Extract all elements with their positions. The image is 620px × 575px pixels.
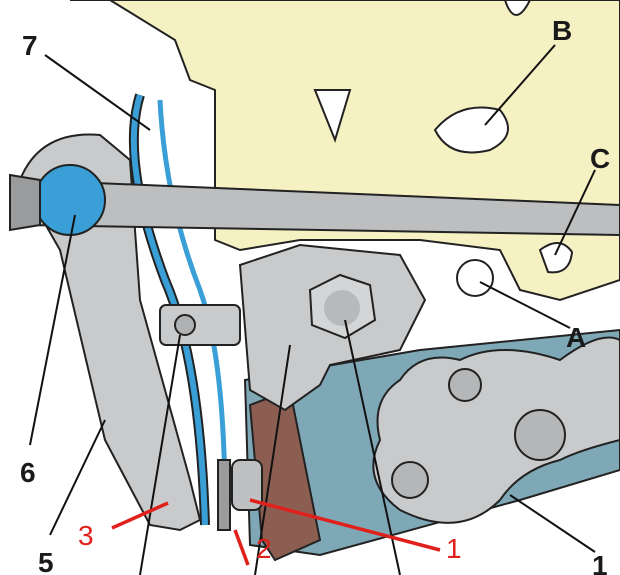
- leader-7: [44, 54, 151, 131]
- bushing: [34, 164, 106, 236]
- leader-2-red: [233, 529, 250, 566]
- label-5: 5: [38, 547, 54, 575]
- leader-5: [49, 419, 106, 536]
- bracket-lobes: [372, 336, 620, 524]
- label-1-black: 1: [592, 550, 608, 575]
- plate-notch: [313, 89, 352, 144]
- leader-1-red: [249, 498, 441, 552]
- leader-6: [29, 214, 76, 446]
- leader-3-red: [111, 501, 169, 530]
- rivet: [448, 368, 482, 402]
- label-3: 3: [78, 520, 94, 551]
- rivet: [391, 461, 429, 499]
- plate-notch: [503, 0, 532, 16]
- label-a: A: [566, 322, 586, 353]
- leader-bottom: [139, 334, 181, 575]
- leader-c: [554, 169, 596, 256]
- leader-1-black: [509, 494, 596, 553]
- leader-a: [479, 281, 571, 329]
- cable-second: [157, 99, 228, 511]
- leader-b: [484, 44, 556, 126]
- plunger: [231, 459, 263, 511]
- plate-2: [217, 459, 231, 531]
- label-7: 7: [22, 30, 38, 61]
- label-2: 2: [256, 533, 272, 564]
- label-1-red: 1: [446, 533, 462, 564]
- leader-bottom: [254, 344, 291, 575]
- label-c: C: [590, 143, 610, 174]
- cable-blue: [130, 94, 208, 526]
- rivet: [514, 409, 566, 461]
- pin: [174, 314, 196, 336]
- label-b: B: [552, 15, 572, 46]
- pin-housing: [159, 304, 241, 346]
- bolt-center: [324, 290, 360, 326]
- hole-c: [538, 242, 574, 274]
- hole-a: [456, 259, 494, 297]
- rod-end: [9, 173, 41, 232]
- leader-bottom: [344, 319, 401, 575]
- label-6: 6: [20, 457, 36, 488]
